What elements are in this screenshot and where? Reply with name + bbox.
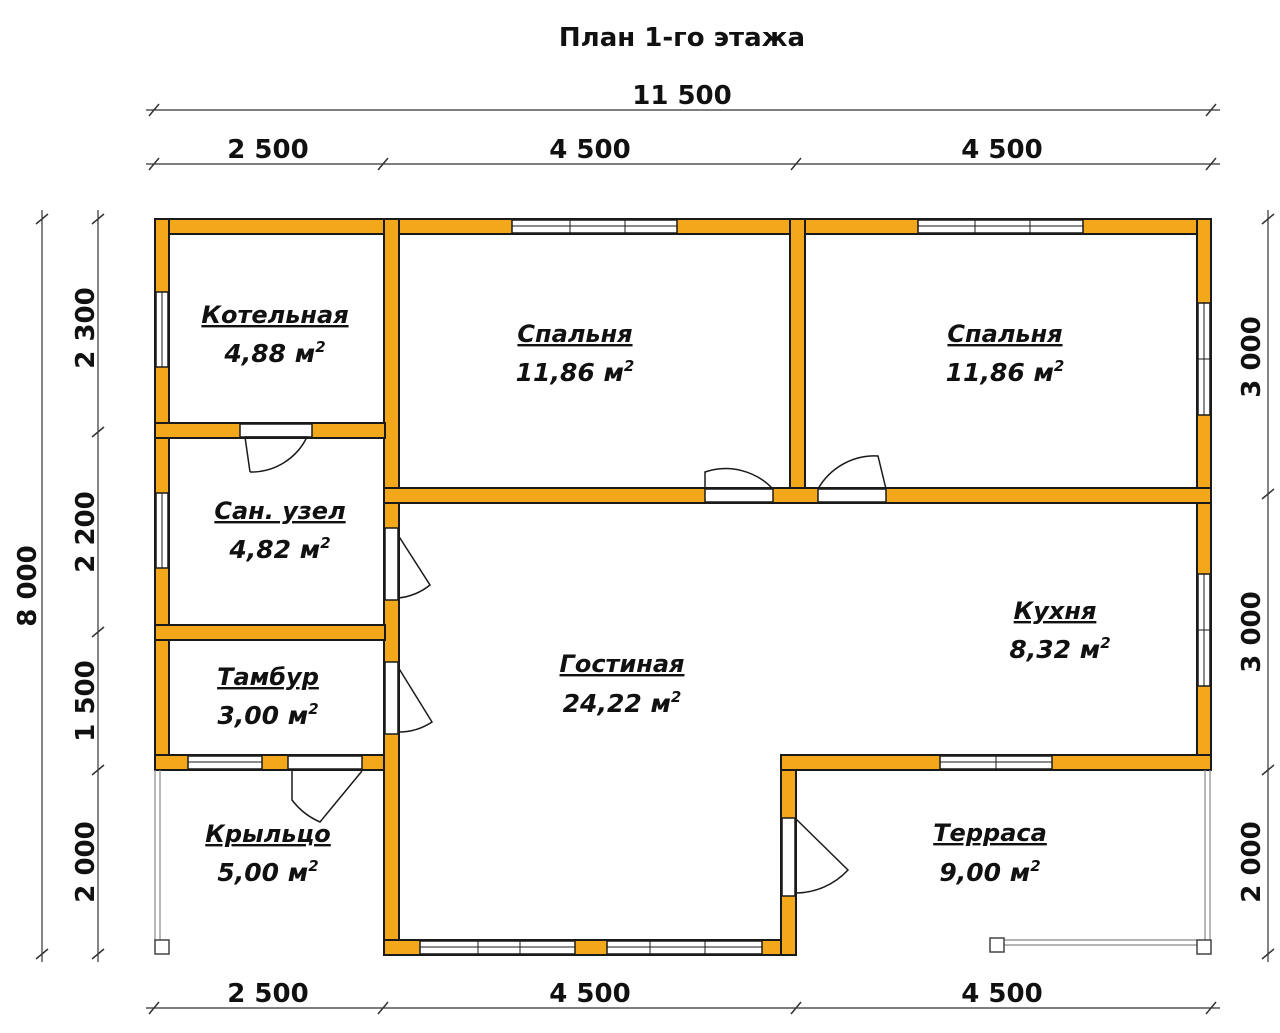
room-terrace-name: Терраса: [933, 819, 1047, 847]
bottom-dim-1: 2 500: [227, 979, 308, 1009]
room-kitchen-name: Кухня: [1014, 597, 1097, 625]
room-living-name: Гостиная: [560, 650, 685, 678]
left-dim-2: 2 200: [71, 491, 101, 572]
room-porch-area: 5,00 м2: [217, 857, 318, 887]
bottom-dim-2: 4 500: [549, 979, 630, 1009]
plan-title: План 1-го этажа: [559, 23, 805, 53]
room-bedroom-1-name: Спальня: [517, 320, 632, 348]
room-porch-name: Крыльцо: [205, 820, 331, 848]
overall-height-label: 8 000: [13, 545, 43, 626]
room-bedroom-2-name: Спальня: [947, 320, 1062, 348]
top-dim-1: 2 500: [227, 135, 308, 165]
right-dim-1: 3 000: [1237, 316, 1267, 397]
windows: [155, 219, 1211, 955]
railings: [154, 770, 1212, 955]
room-vestibule-name: Тамбур: [217, 663, 319, 691]
room-bathroom-name: Сан. узел: [214, 497, 345, 525]
overall-width-label: 11 500: [632, 81, 732, 111]
right-dim-3: 2 000: [1237, 821, 1267, 902]
bottom-dim-3: 4 500: [961, 979, 1042, 1009]
left-dim-3: 1 500: [71, 660, 101, 741]
top-dim-3: 4 500: [961, 135, 1042, 165]
room-vestibule-area: 3,00 м2: [217, 700, 318, 730]
room-bathroom-area: 4,82 м2: [228, 534, 330, 564]
room-boiler-name: Котельная: [201, 301, 348, 329]
room-living-area: 24,22 м2: [563, 688, 682, 718]
dimension-lines: [35, 103, 1275, 1015]
room-labels: Котельная 4,88 м2 Спальня 11,86 м2 Спаль…: [201, 301, 1110, 887]
room-bedroom-1-area: 11,86 м2: [516, 357, 635, 387]
right-dim-2: 3 000: [1237, 591, 1267, 672]
room-terrace-area: 9,00 м2: [939, 857, 1040, 887]
left-dim-1: 2 300: [71, 287, 101, 368]
left-dim-4: 2 000: [71, 821, 101, 902]
room-boiler-area: 4,88 м2: [223, 338, 325, 368]
room-kitchen-area: 8,32 м2: [1009, 634, 1110, 664]
doors: [239, 423, 887, 897]
room-bedroom-2-area: 11,86 м2: [946, 357, 1065, 387]
top-dim-2: 4 500: [549, 135, 630, 165]
